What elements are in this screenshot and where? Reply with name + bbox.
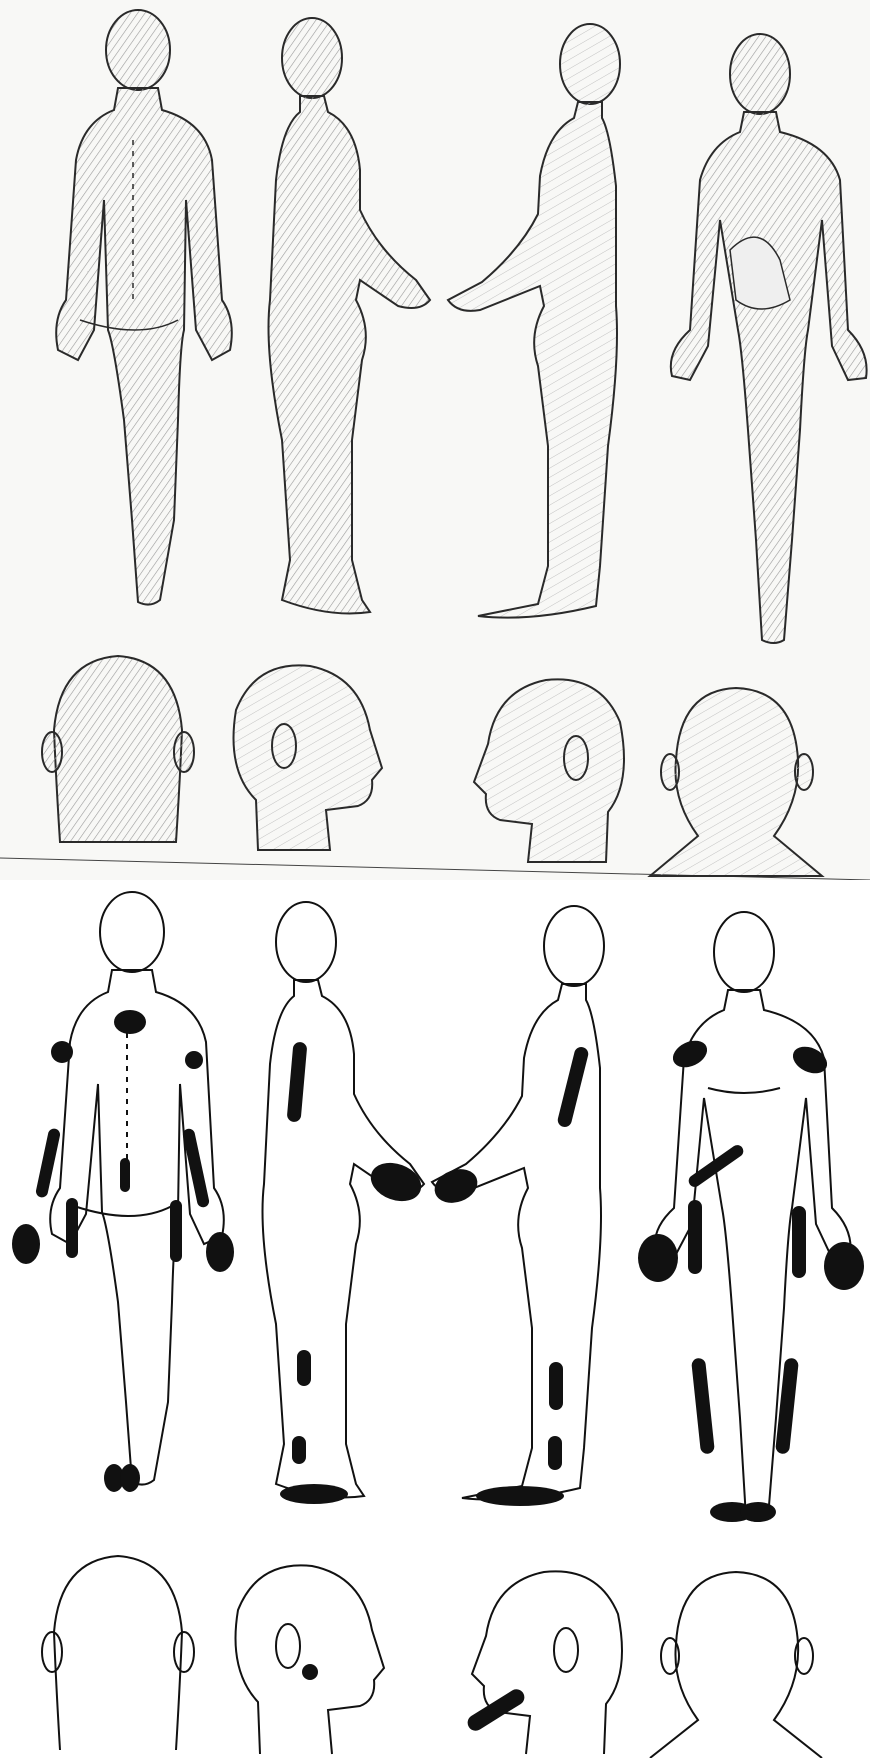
marked-body-chart xyxy=(0,888,870,1758)
shaded-body-chart-drawing xyxy=(0,0,870,880)
shaded-body-chart xyxy=(0,0,870,880)
marked-body-chart-drawing xyxy=(0,888,870,1758)
bottom-head-right-mark xyxy=(302,1664,318,1680)
